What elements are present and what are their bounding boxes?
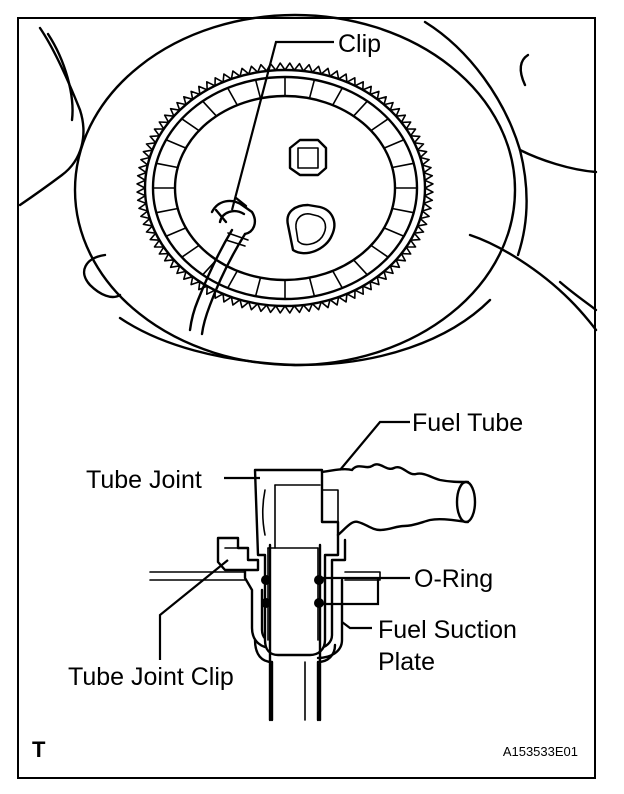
corner-mark: T <box>32 737 46 762</box>
o-rings <box>261 575 324 608</box>
fuel-suction-plate-label-line2: Plate <box>378 648 435 676</box>
ring-cell-divider <box>254 79 262 100</box>
fuel-tube-label: Fuel Tube <box>412 409 523 437</box>
ring-gear-teeth <box>136 62 434 314</box>
ring-cell-divider <box>155 162 179 169</box>
ring-cell-divider <box>352 100 369 117</box>
ring-cell-divider <box>383 139 405 149</box>
tube-joint-body <box>253 468 340 722</box>
fuel-tube-hose <box>320 463 477 537</box>
tube-joint-clip-leader-line <box>158 559 229 660</box>
top-view-tank-outline <box>18 13 598 367</box>
ring-cell-divider <box>165 227 187 237</box>
ring-cell-divider <box>352 259 369 276</box>
fuel-suction-plate-leader-line <box>341 621 372 630</box>
ring-cell-divider <box>226 87 239 106</box>
pump-top-fittings <box>188 138 336 336</box>
o-ring-label: O-Ring <box>414 565 493 593</box>
ring-cell-divider <box>201 100 218 117</box>
ring-cell-divider <box>181 244 200 259</box>
ring-cell-divider <box>308 276 316 298</box>
ring-cell-divider <box>331 270 344 289</box>
ring-cell-divider <box>254 276 262 298</box>
ring-cell-divider <box>383 227 405 237</box>
ring-cell-divider <box>331 87 344 106</box>
ring-cell-divider <box>155 207 179 214</box>
pump-ring-gear <box>136 62 434 314</box>
clip-leader-line <box>230 40 334 211</box>
ring-cell-divider <box>370 118 390 132</box>
tube-joint-clip-shape <box>216 536 260 572</box>
tube-joint-label: Tube Joint <box>86 466 202 494</box>
ring-cell-divider <box>391 207 415 214</box>
ring-cell-divider <box>308 79 316 100</box>
ring-cell-divider <box>370 244 390 259</box>
fuel-suction-plate-label-line1: Fuel Suction <box>378 616 517 644</box>
ring-cell-divider <box>226 270 239 289</box>
ring-cell-divider <box>181 118 200 132</box>
ring-cell-divider <box>391 162 415 169</box>
tube-joint-clip-label: Tube Joint Clip <box>68 663 234 691</box>
fuel-tube-leader-line <box>339 420 410 471</box>
figure-code: A153533E01 <box>503 744 578 759</box>
o-ring-leader-line <box>322 576 410 606</box>
ring-cell-divider <box>165 139 187 149</box>
clip-label: Clip <box>338 30 381 58</box>
